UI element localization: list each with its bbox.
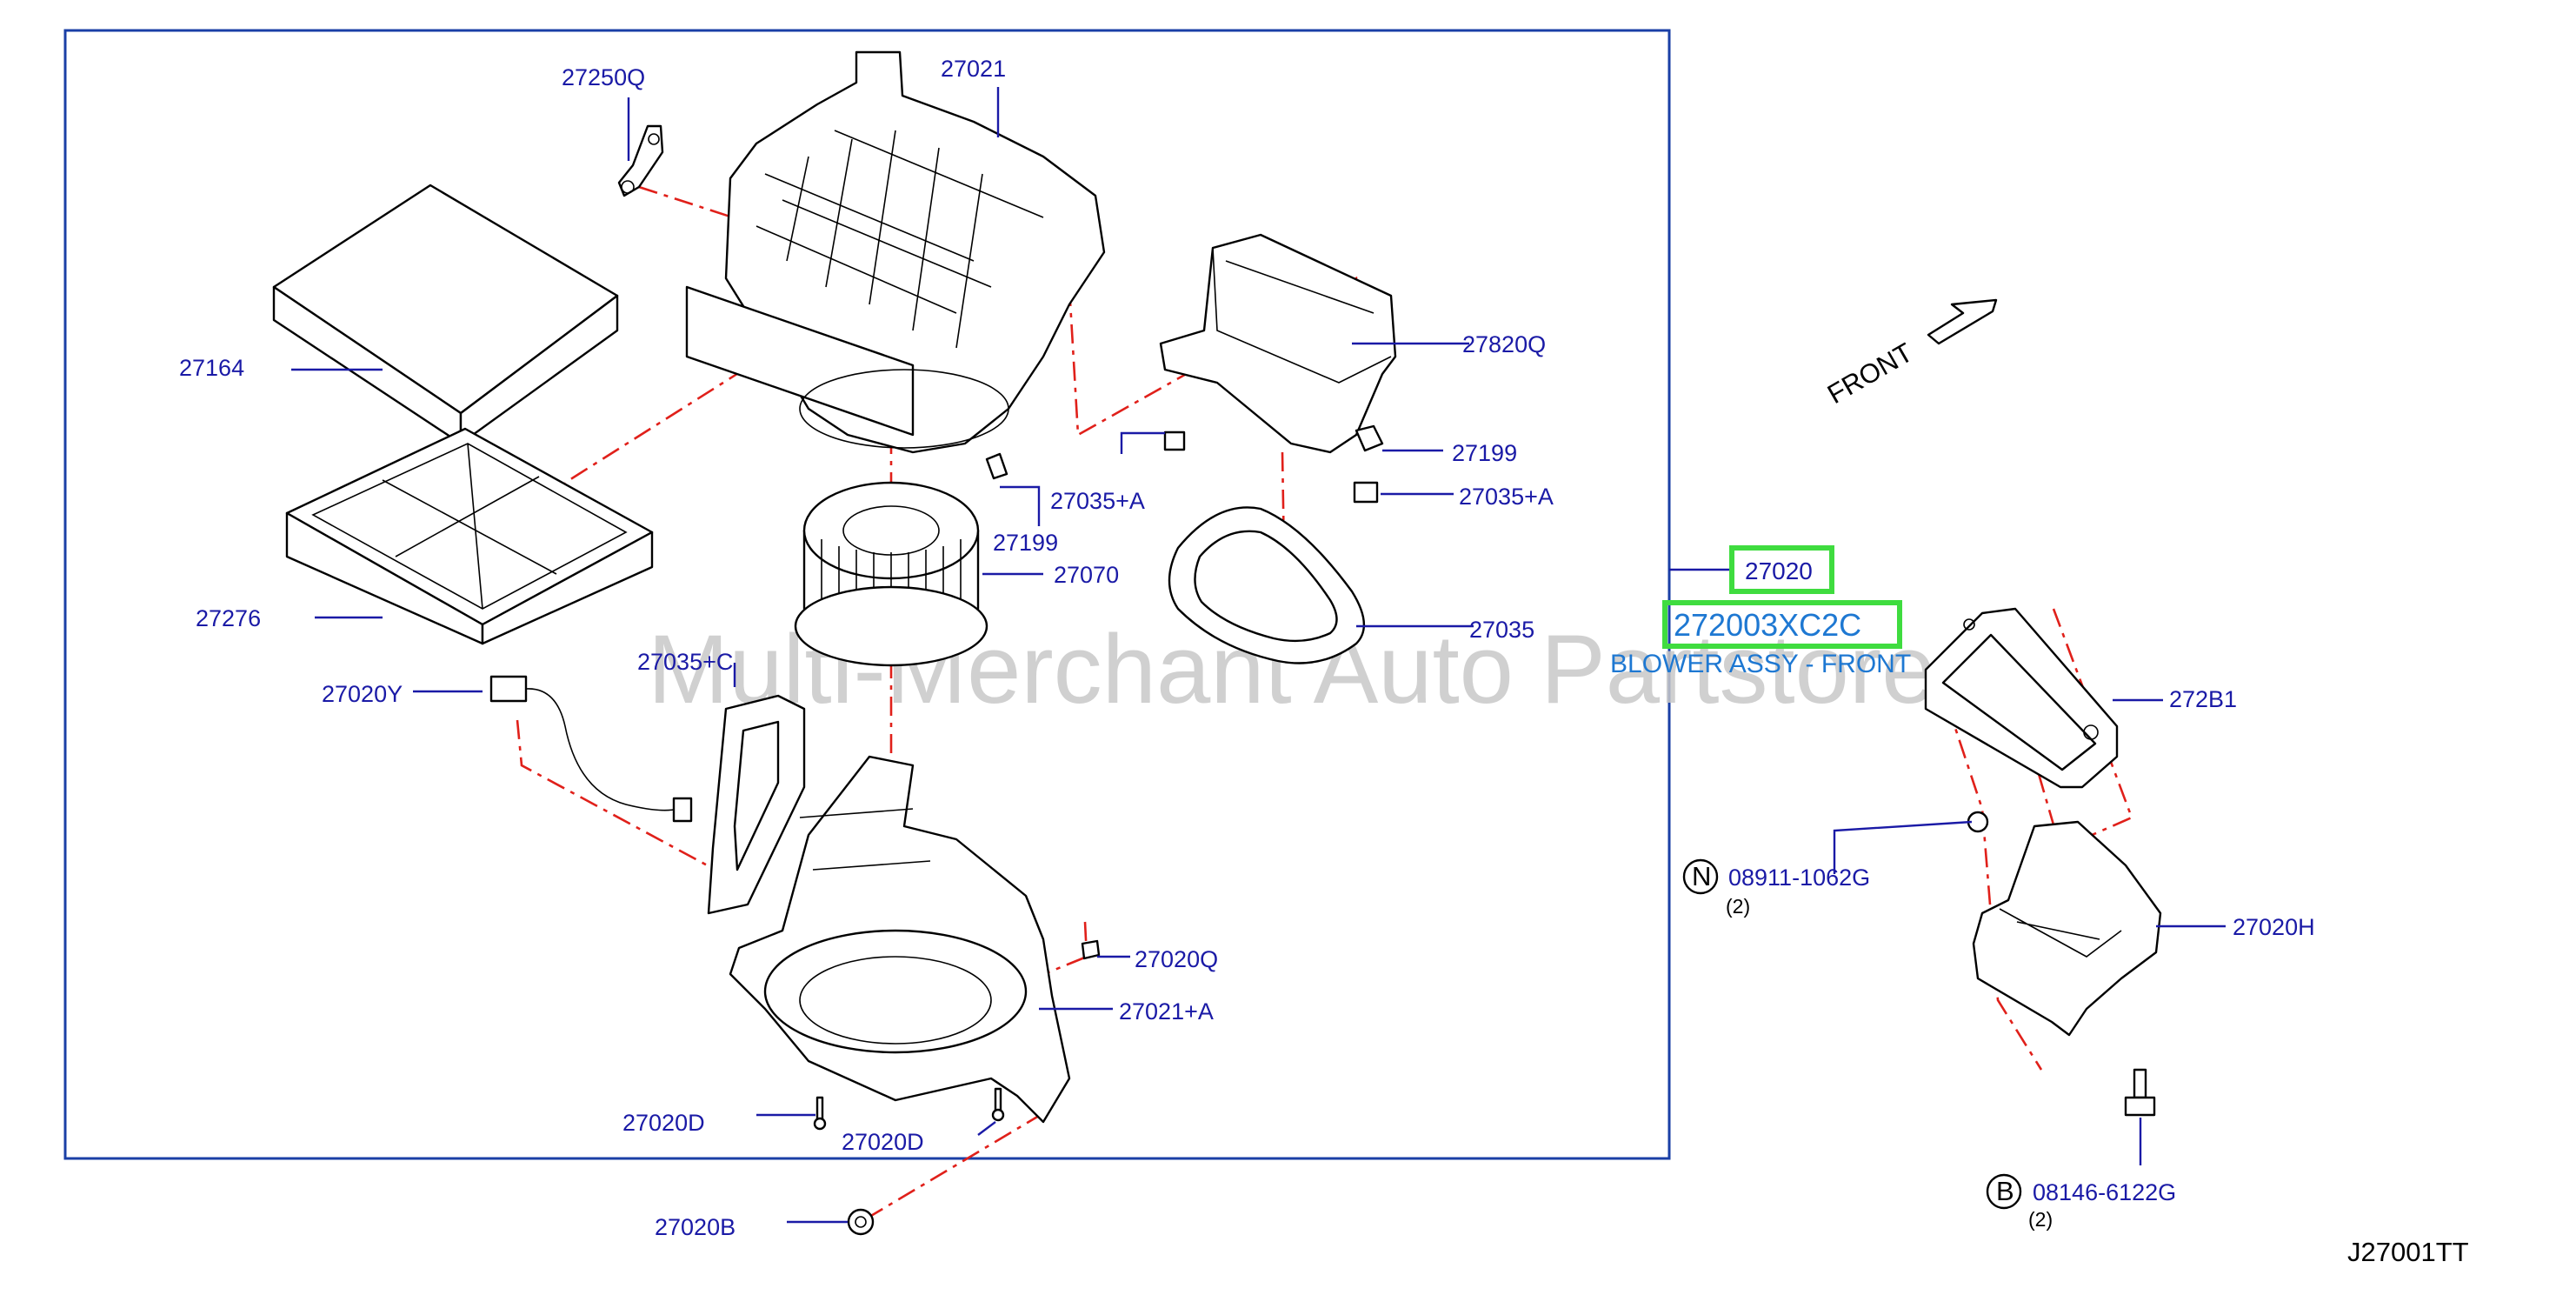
front-label: FRONT (1822, 337, 1918, 410)
part-27070-blower-fan (794, 481, 988, 667)
badge-b-letter: B (1996, 1176, 2014, 1206)
part-272b1-bracket (1924, 607, 2119, 789)
part-fasteners (813, 939, 1101, 1236)
part-27035c-seal-strip (707, 694, 806, 915)
callout-27164: 27164 (179, 355, 244, 381)
assembly-number[interactable]: 27020 (1745, 557, 1813, 584)
part-bolt-08146 (2124, 1068, 2156, 1117)
callout-27199-b: 27199 (993, 530, 1058, 556)
badge-n: N (1682, 858, 1719, 895)
callout-27276: 27276 (196, 605, 261, 631)
part-27164-cabin-filter (272, 184, 619, 445)
callout-27035: 27035 (1469, 617, 1534, 643)
callout-27020d-2: 27020D (842, 1129, 924, 1155)
callout-27020h: 27020H (2233, 914, 2315, 940)
callout-27020y: 27020Y (322, 681, 403, 707)
callout-27020q: 27020Q (1135, 946, 1218, 972)
callout-27035c: 27035+C (637, 649, 733, 675)
callout-27020d-1: 27020D (622, 1110, 705, 1136)
callout-27250q: 27250Q (562, 64, 645, 90)
part-27276-filter-tray (285, 427, 654, 645)
part-27020y-harness (489, 675, 693, 823)
callout-27820q: 27820Q (1462, 331, 1546, 357)
leader-lines (291, 87, 2226, 1224)
badge-n-letter: N (1692, 861, 1711, 891)
part-27035-seal (1168, 506, 1366, 664)
assembly-description: BLOWER ASSY - FRONT (1610, 650, 1911, 678)
assembly-frame (63, 29, 1671, 1160)
diagram-code: J27001TT (2347, 1237, 2469, 1267)
badge-n-qty: (2) (1726, 895, 1750, 918)
oem-number-box (1662, 600, 1902, 649)
callout-27035a-a: 27035+A (1050, 488, 1145, 514)
badge-b-qty: (2) (2028, 1208, 2053, 1231)
callout-08146-6122g: 08146-6122G (2033, 1179, 2176, 1205)
callout-27035a-b: 27035+A (1459, 484, 1554, 510)
callout-27070: 27070 (1054, 562, 1119, 588)
part-27250q-sensor (617, 124, 664, 197)
callout-27021a: 27021+A (1119, 998, 1214, 1025)
oem-number[interactable]: 272003XC2C (1674, 607, 1861, 643)
front-arrow-icon (1927, 298, 1998, 345)
part-27820q-intake-duct (1159, 233, 1397, 454)
callout-27199-a: 27199 (1452, 440, 1517, 466)
callout-27020b: 27020B (655, 1214, 736, 1240)
part-clips (985, 424, 1384, 504)
callout-27021: 27021 (941, 56, 1006, 82)
assembly-number-box (1729, 545, 1834, 594)
part-27020h-resistor-bracket (1972, 820, 2162, 1037)
badge-b: B (1986, 1173, 2022, 1210)
callout-272b1: 272B1 (2169, 686, 2237, 712)
callout-08911-1062g: 08911-1062G (1728, 864, 1870, 891)
part-27021a-lower-case (729, 755, 1071, 1124)
part-27021-blower-case (685, 50, 1106, 454)
